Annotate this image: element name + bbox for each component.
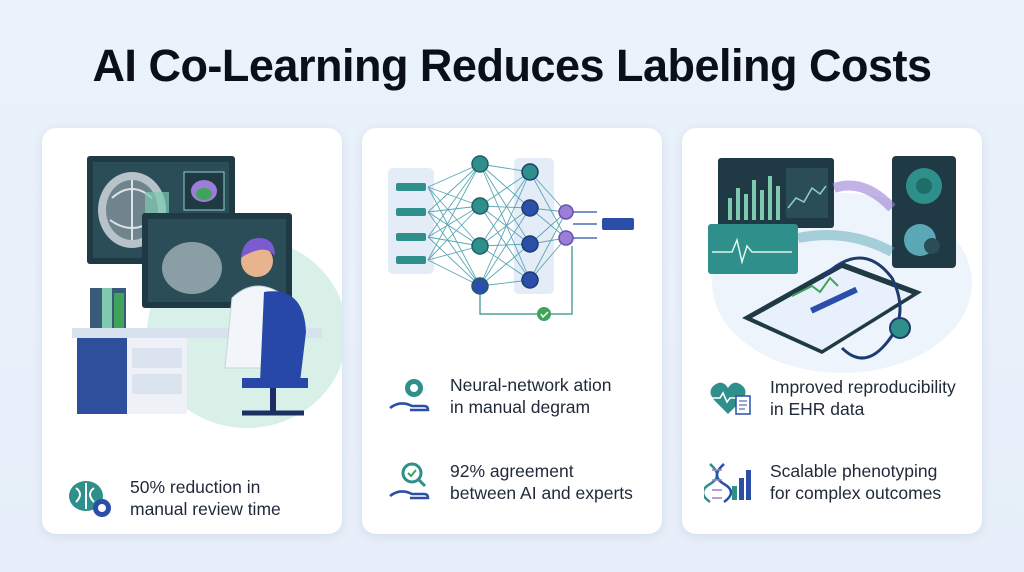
card-manual-review: 50% reduction in manual review time bbox=[42, 128, 342, 534]
feature-agreement-text: 92% agreement between AI and experts bbox=[450, 461, 633, 503]
feature-reproducibility-text: Improved reproducibility in EHR data bbox=[770, 377, 956, 419]
feature-review-time: 50% reduction in manual review time bbox=[64, 470, 334, 526]
card-ehr-data: Improved reproducibility in EHR data Sca… bbox=[682, 128, 982, 534]
clinician-workstation-illustration bbox=[72, 156, 342, 428]
page-title: AI Co-Learning Reduces Labeling Costs bbox=[92, 40, 932, 91]
neural-network-diagram bbox=[388, 155, 634, 321]
feature-review-time-text: 50% reduction in manual review time bbox=[130, 477, 281, 519]
hand-gear-icon bbox=[389, 379, 430, 412]
card-neural-network: Neural-network ation in manual degram 92… bbox=[362, 128, 662, 534]
hand-magnifier-icon bbox=[389, 462, 430, 500]
ehr-dashboard-illustration bbox=[708, 156, 972, 373]
feature-reproducibility: Improved reproducibility in EHR data bbox=[704, 370, 974, 426]
feature-phenotyping-text: Scalable phenotyping for complex outcome… bbox=[770, 461, 942, 503]
feature-phenotyping: Scalable phenotyping for complex outcome… bbox=[704, 454, 974, 510]
feature-neural-network: Neural-network ation in manual degram bbox=[384, 368, 654, 424]
dna-chart-icon bbox=[704, 463, 751, 504]
heart-document-icon bbox=[710, 382, 751, 415]
brain-gear-icon bbox=[69, 481, 111, 517]
feature-neural-network-text: Neural-network ation in manual degram bbox=[450, 375, 612, 417]
feature-agreement: 92% agreement between AI and experts bbox=[384, 454, 654, 510]
